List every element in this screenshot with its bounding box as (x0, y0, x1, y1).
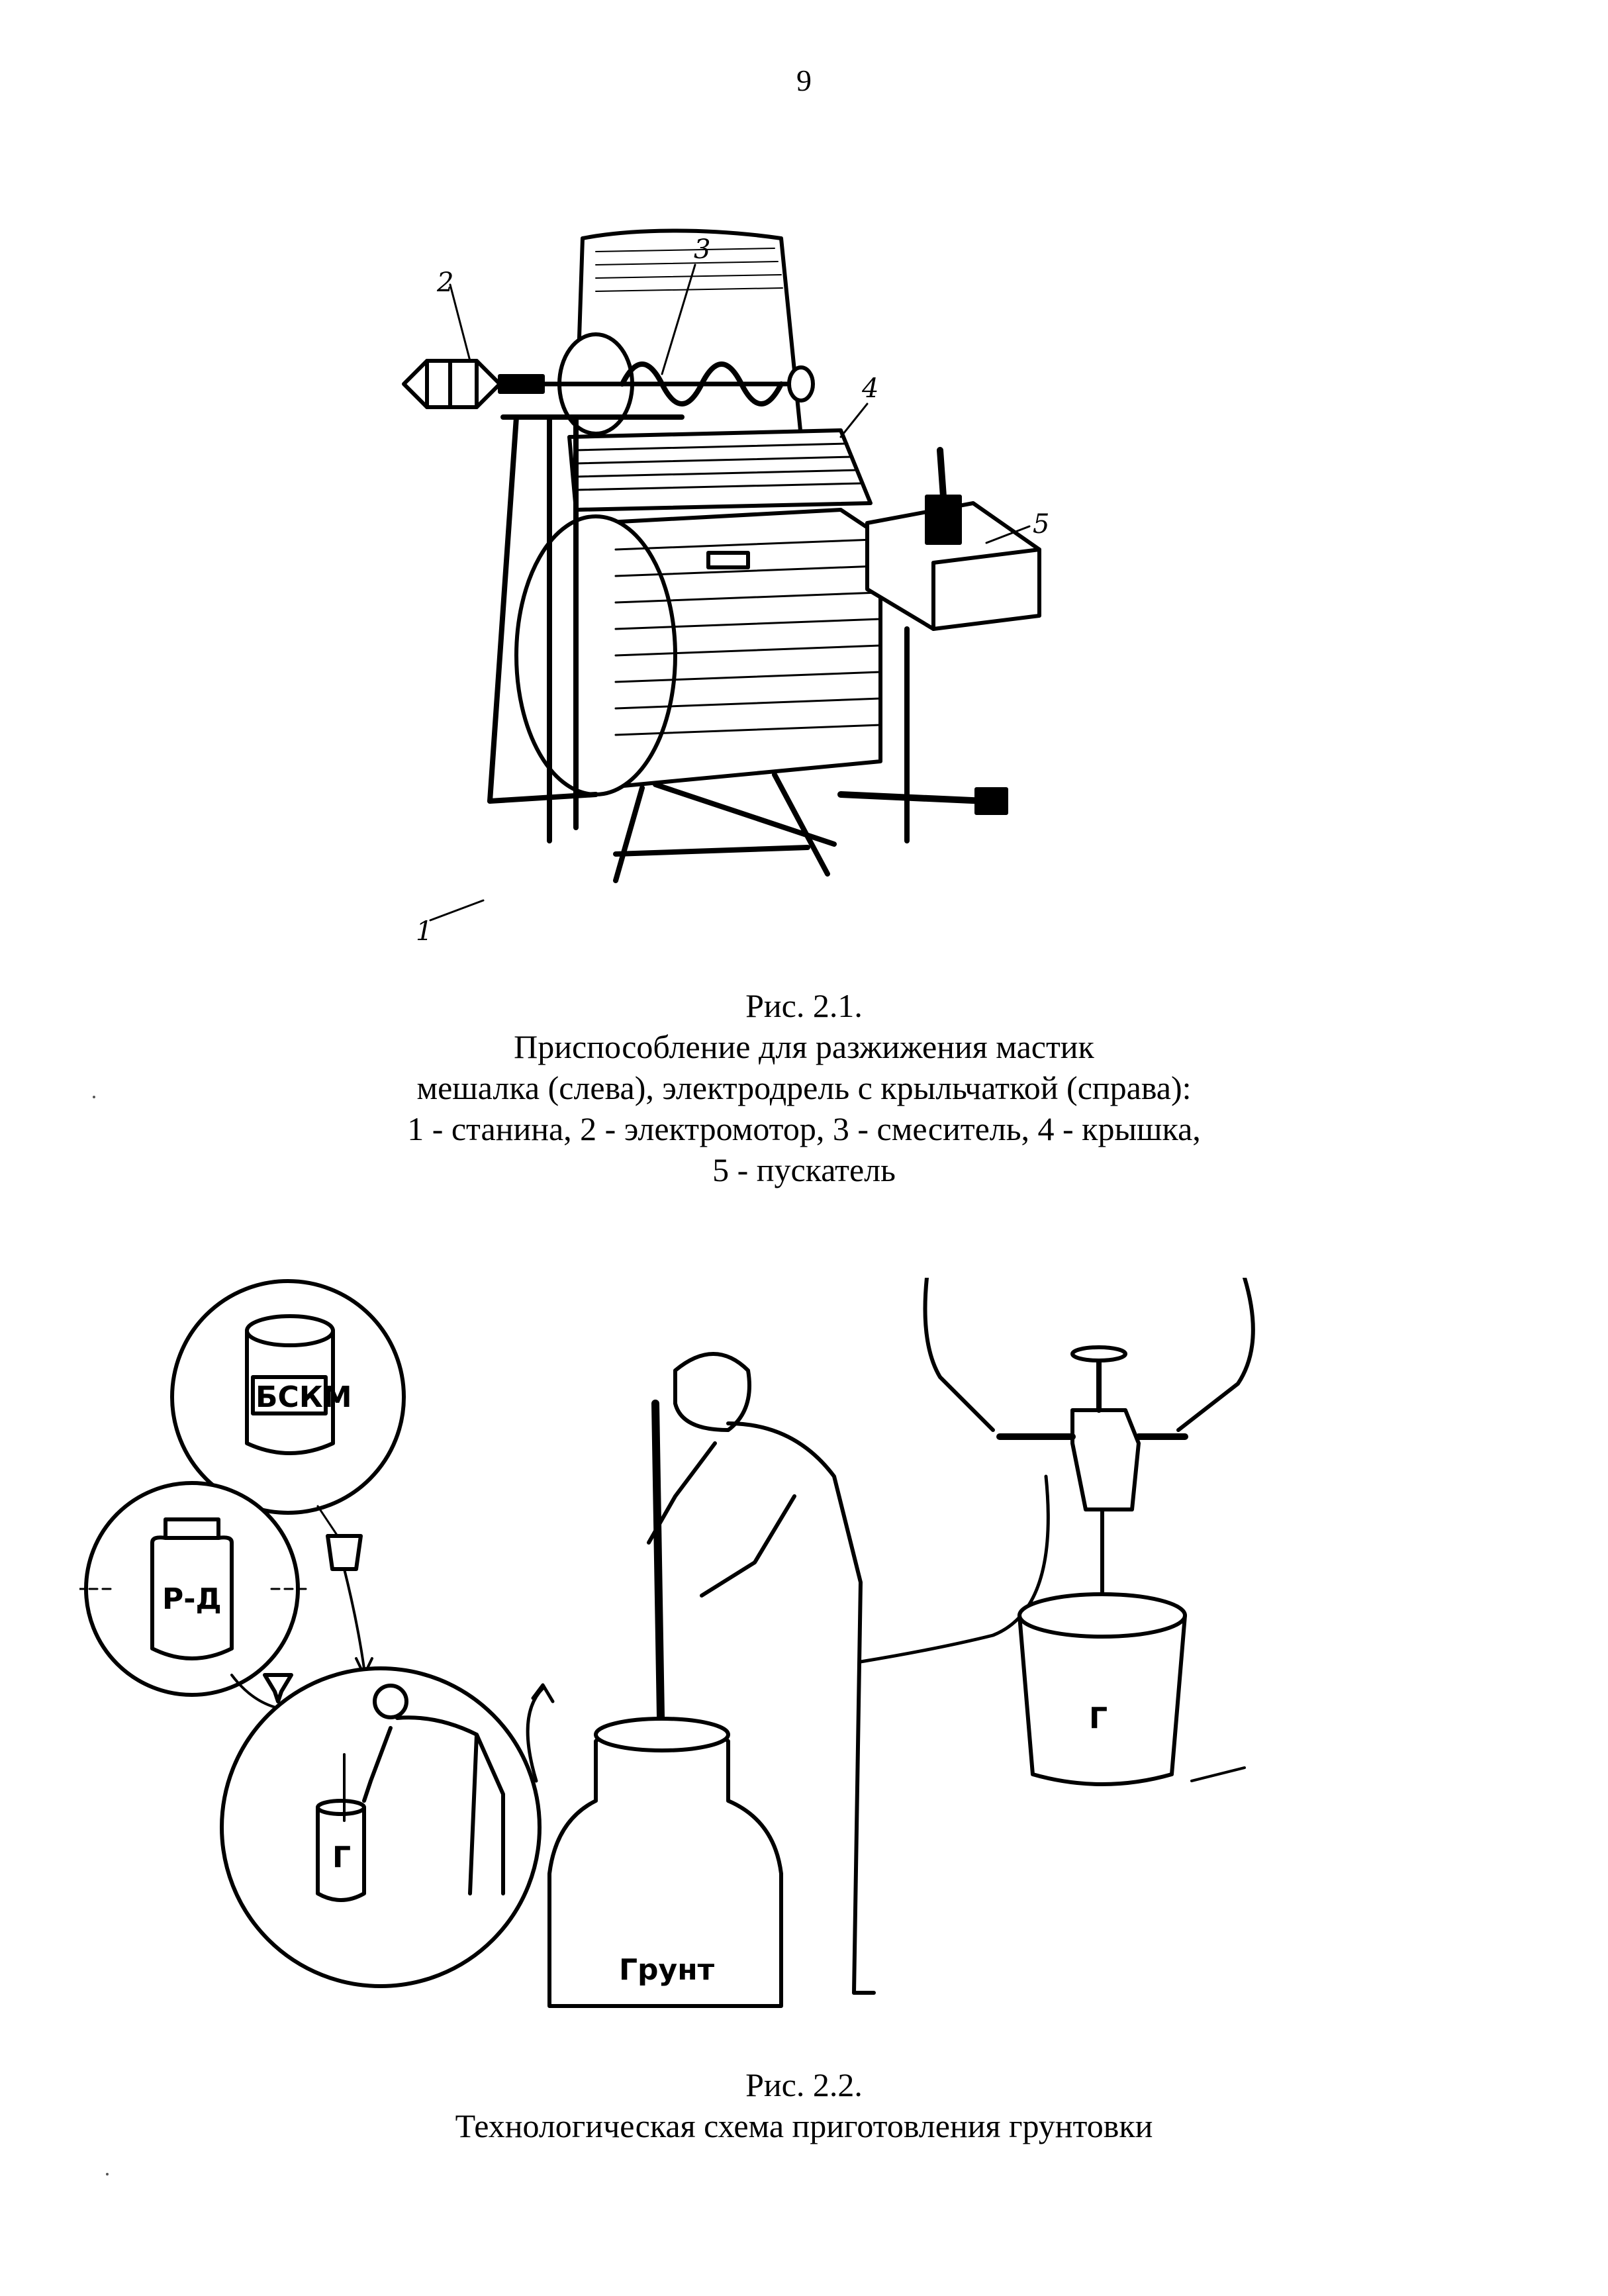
callout-2: 2 (436, 267, 453, 298)
tank-end-cap (514, 514, 677, 796)
scan-speck (106, 2173, 109, 2176)
power-cable (859, 1474, 1050, 1664)
callout-1: 1 (416, 916, 432, 947)
electric-motor (402, 359, 545, 409)
figure-1-caption: Рис. 2.1. Приспособление для разжижения … (0, 985, 1608, 1190)
label-rd: Р-Д (162, 1582, 222, 1616)
cup-icon (326, 1534, 363, 1571)
callout-4: 4 (861, 373, 878, 404)
drill-body (1070, 1408, 1141, 1511)
scan-speck (93, 1096, 95, 1098)
circle-bskm-can: БСКМ (170, 1279, 406, 1515)
caption-line: Приспособление для разжижения мастик (514, 1028, 1094, 1065)
caption-line: Технологическая схема приготовления грун… (455, 2107, 1153, 2144)
arrow-to-bucket (343, 1568, 365, 1670)
worker-head (673, 1352, 751, 1432)
rotation-arrow-icon (526, 1686, 545, 1783)
caption-line: 5 - пускатель (712, 1151, 896, 1188)
starter-box (865, 501, 1041, 631)
tank-ribs (614, 538, 882, 736)
funnel-icon (263, 1673, 293, 1703)
callout-5: 5 (1033, 509, 1049, 540)
drill-with-bucket: Г (923, 1278, 1255, 1786)
stand-frame (487, 414, 910, 883)
figure-mastic-mixer: 1 2 3 4 5 (377, 218, 1053, 967)
caption-line: 1 - станина, 2 - электромотор, 3 - смеси… (407, 1110, 1201, 1147)
caption-line: Рис. 2.1. (745, 987, 863, 1024)
primer-scheme-drawing: БСКМ Р-Д Г (79, 1278, 1255, 2008)
hopper-shading (595, 248, 783, 292)
figure-primer-scheme: БСКМ Р-Д Г (79, 1278, 1536, 2033)
callout-3: 3 (694, 234, 710, 265)
worker-with-milk-can: Грунт (526, 1352, 876, 2008)
lid-ribs (575, 442, 865, 491)
page-number: 9 (796, 64, 812, 97)
caption-line: мешалка (слева), электродрель с крыльчат… (416, 1069, 1192, 1106)
circle-rd-jar: Р-Д (79, 1481, 309, 1697)
caption-line: Рис. 2.2. (745, 2066, 863, 2103)
label-grunt: Грунт (619, 1953, 715, 1987)
circle-worker-mixing: Г (220, 1666, 542, 1988)
figure-2-caption: Рис. 2.2. Технологическая схема приготов… (0, 2064, 1608, 2146)
label-g-bucket: Г (1089, 1701, 1108, 1735)
mixer-drawing: 1 2 3 4 5 (402, 228, 1049, 947)
label-g-small: Г (332, 1841, 351, 1874)
crank-handle (837, 791, 990, 804)
label-bskm: БСКМ (256, 1380, 352, 1414)
